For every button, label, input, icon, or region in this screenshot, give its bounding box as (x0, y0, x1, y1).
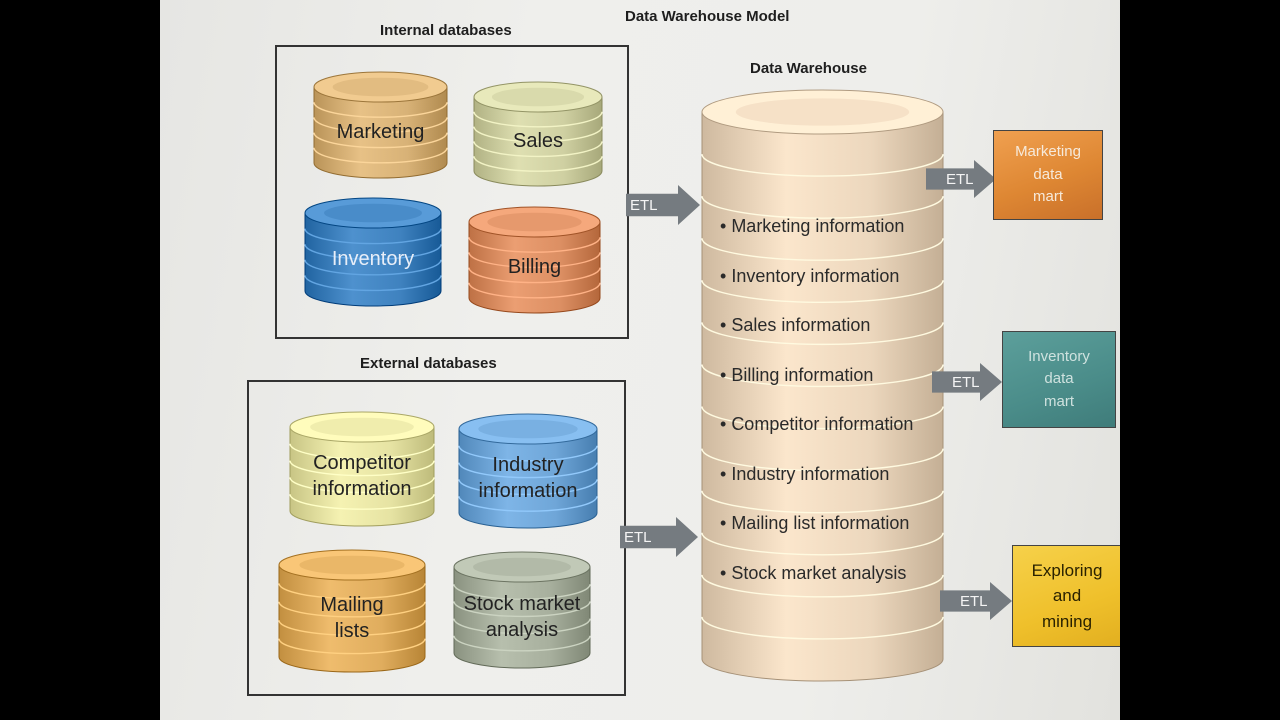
stock-market-database: Stock market analysis (452, 550, 592, 670)
external-databases-title: External databases (360, 355, 497, 372)
industry-database-label: Industry information (478, 454, 578, 502)
competitor-database: Competitor information (288, 410, 436, 528)
warehouse-item: • Competitor information (720, 414, 914, 434)
etl-arrow-external: ETL (620, 517, 698, 557)
inventory-data-mart: Inventory data mart (1002, 331, 1116, 428)
textbook-page: Data Warehouse Model Internal databases … (160, 0, 1120, 720)
marketing-database-label: Marketing (336, 121, 425, 143)
warehouse-item: • Mailing list information (720, 513, 910, 533)
etl-arrow-internal: ETL (626, 185, 700, 225)
etl-label: ETL (630, 196, 658, 214)
internal-databases-box (275, 45, 629, 339)
warehouse-item-list: • Marketing information • Inventory info… (720, 216, 913, 612)
billing-database-label: Billing (507, 256, 562, 278)
diagram-title: Data Warehouse Model (625, 8, 790, 25)
industry-database: Industry information (457, 412, 599, 530)
billing-database: Billing (467, 205, 602, 315)
competitor-database-label: Competitor information (312, 452, 412, 500)
data-warehouse-title: Data Warehouse (750, 60, 867, 77)
data-warehouse-cylinder (700, 88, 945, 683)
inventory-database: Inventory (303, 196, 443, 308)
sales-database: Sales (472, 80, 604, 188)
etl-arrow-marketing-mart: ETL (926, 160, 996, 198)
etl-label: ETL (952, 373, 980, 391)
warehouse-item: • Sales information (720, 315, 871, 335)
etl-label: ETL (624, 528, 652, 546)
marketing-database: Marketing (312, 70, 449, 180)
warehouse-item: • Billing information (720, 364, 874, 385)
stock-market-label: Stock market analysis (463, 593, 581, 641)
exploring-and-mining: Exploring and mining (1012, 545, 1120, 647)
sales-database-label: Sales (512, 130, 564, 152)
etl-label: ETL (960, 592, 988, 610)
mailing-lists-database: Mailing lists (277, 548, 427, 674)
internal-databases-title: Internal databases (380, 22, 512, 39)
etl-arrow-inventory-mart: ETL (932, 363, 1002, 401)
warehouse-item: • Inventory information (720, 265, 900, 286)
mailing-lists-label: Mailing lists (320, 594, 384, 642)
marketing-data-mart: Marketing data mart (993, 130, 1103, 220)
warehouse-item: • Industry information (720, 463, 890, 484)
etl-arrow-exploring: ETL (940, 582, 1012, 620)
warehouse-item: • Stock market analysis (720, 562, 907, 583)
warehouse-item: • Marketing information (720, 216, 905, 236)
etl-label: ETL (946, 170, 974, 188)
inventory-database-label: Inventory (331, 248, 415, 270)
